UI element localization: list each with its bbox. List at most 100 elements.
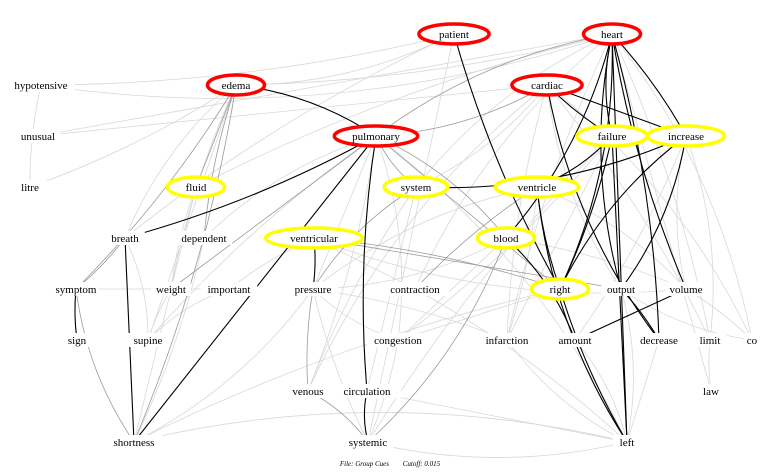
node-heart[interactable]: heart: [581, 22, 643, 46]
label-background: [743, 333, 761, 347]
node-blood[interactable]: blood: [475, 226, 537, 250]
label-background: [105, 435, 163, 449]
edge-blood-systemic: [367, 237, 507, 443]
edge-right-congestion: [397, 288, 561, 341]
node-label: dependent: [181, 233, 226, 245]
edge-amount-left: [574, 339, 628, 443]
node-label: breath: [111, 233, 139, 245]
node-co[interactable]: co: [743, 333, 761, 347]
node-breath[interactable]: breath: [105, 231, 145, 245]
node-system[interactable]: system: [382, 175, 450, 199]
node-label: volume: [670, 284, 703, 296]
edge-cardiac-venous: [307, 84, 548, 392]
edge-increase-right: [559, 135, 687, 290]
node-pressure[interactable]: pressure: [287, 282, 339, 296]
node-label: ventricle: [518, 182, 557, 194]
node-law[interactable]: law: [699, 384, 723, 398]
label-background: [693, 333, 727, 347]
node-contraction[interactable]: contraction: [381, 282, 449, 296]
node-label: supine: [134, 335, 163, 347]
node-decrease[interactable]: decrease: [633, 333, 685, 347]
edge-fluid-shortness: [133, 186, 197, 443]
node-systemic[interactable]: systemic: [342, 435, 394, 449]
edge-edema-litre: [29, 84, 237, 188]
node-patient[interactable]: patient: [417, 22, 491, 46]
edge-heart-fluid: [195, 33, 613, 188]
node-output[interactable]: output: [601, 282, 641, 296]
node-litre[interactable]: litre: [13, 180, 47, 194]
edge-systemic-left: [367, 441, 628, 458]
edge-pulmonary-circulation: [362, 135, 377, 392]
node-infarction[interactable]: infarction: [476, 333, 538, 347]
node-supine[interactable]: supine: [128, 333, 168, 347]
node-dependent[interactable]: dependent: [175, 231, 233, 245]
edge-shortness-left: [133, 412, 628, 443]
node-label: infarction: [486, 335, 529, 347]
secondary-ring: [475, 226, 537, 250]
node-venous[interactable]: venous: [288, 384, 328, 398]
edge-infarction-left: [506, 339, 628, 443]
node-hypotensive[interactable]: hypotensive: [7, 78, 75, 92]
edge-heart-unusual: [37, 33, 613, 137]
node-important[interactable]: important: [200, 282, 258, 296]
edge-pressure-shortness: [133, 288, 314, 443]
node-sign[interactable]: sign: [62, 333, 92, 347]
edge-edema-shortness: [133, 84, 237, 443]
edge-patient-systemic: [367, 33, 455, 443]
node-label: left: [620, 437, 635, 449]
secondary-ring: [165, 175, 227, 199]
edge-weight-supine: [147, 288, 172, 341]
edge-patient-hypotensive: [40, 33, 455, 86]
node-volume[interactable]: volume: [666, 282, 706, 296]
node-shortness[interactable]: shortness: [105, 435, 163, 449]
node-failure[interactable]: failure: [575, 124, 649, 148]
node-increase[interactable]: increase: [645, 124, 727, 148]
edge-pulmonary-weight: [170, 135, 377, 290]
caption-cutoff: Cutoff: 0.015: [402, 460, 441, 468]
node-congestion[interactable]: congestion: [367, 333, 429, 347]
caption-file: File: Group Cues: [339, 460, 390, 468]
node-symptom[interactable]: symptom: [53, 282, 99, 296]
node-label: symptom: [56, 284, 97, 296]
edge-important-supine: [147, 288, 230, 341]
node-pulmonary[interactable]: pulmonary: [332, 124, 420, 148]
caption: File: Group Cues Cutoff: 0.015: [0, 460, 780, 468]
node-circulation[interactable]: circulation: [333, 384, 401, 398]
label-background: [342, 435, 394, 449]
edge-pulmonary-pressure: [312, 135, 377, 290]
edge-ventricle-left: [536, 186, 628, 443]
node-edema[interactable]: edema: [205, 73, 267, 97]
edge-increase-amount: [574, 135, 687, 341]
node-ventricular[interactable]: ventricular: [263, 226, 365, 250]
edge-heart-system: [415, 33, 613, 188]
node-label: shortness: [114, 437, 155, 449]
node-fluid[interactable]: fluid: [165, 175, 227, 199]
label-background: [666, 282, 706, 296]
node-label: hypotensive: [14, 80, 67, 92]
node-right[interactable]: right: [529, 277, 591, 301]
node-limit[interactable]: limit: [693, 333, 727, 347]
edge-failure-right: [559, 135, 613, 290]
node-cardiac[interactable]: cardiac: [510, 73, 584, 97]
edge-symptom-shortness: [75, 288, 135, 443]
node-label: right: [550, 284, 571, 296]
node-ventricle[interactable]: ventricle: [493, 175, 581, 199]
node-left[interactable]: left: [612, 435, 642, 449]
node-weight[interactable]: weight: [151, 282, 191, 296]
node-label: heart: [601, 29, 623, 41]
node-label: sign: [68, 335, 87, 347]
label-background: [288, 384, 328, 398]
node-amount[interactable]: amount: [555, 333, 595, 347]
edge-output-left: [620, 288, 634, 443]
edge-heart-volume: [611, 33, 687, 290]
node-label: limit: [700, 335, 721, 347]
secondary-ring: [645, 124, 727, 148]
edge-patient-right: [453, 33, 561, 290]
label-background: [381, 282, 449, 296]
edge-heart-output: [600, 33, 622, 290]
edge-ventricle-infarction: [506, 186, 538, 341]
node-label: congestion: [374, 335, 422, 347]
node-unusual[interactable]: unusual: [15, 129, 61, 143]
